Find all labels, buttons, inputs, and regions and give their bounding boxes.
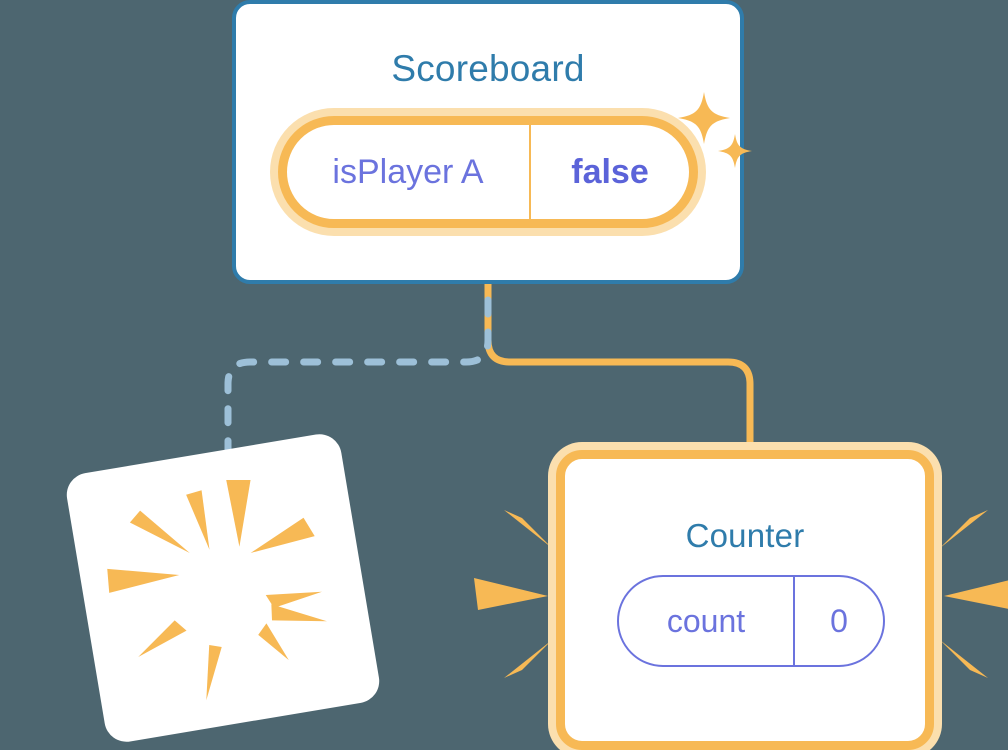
card-scoreboard[interactable]: Scoreboard isPlayer A false	[232, 0, 744, 284]
card-scoreboard-title: Scoreboard	[391, 48, 585, 89]
burst-ray-icon	[129, 510, 190, 554]
burst-ray-icon	[250, 517, 315, 553]
state-pill-count[interactable]: count 0	[617, 575, 885, 667]
card-blank[interactable]	[63, 430, 383, 746]
burst-ray-icon	[265, 591, 322, 608]
state-pill-isplayer-a[interactable]: isPlayer A false	[278, 116, 698, 228]
card-counter[interactable]: Counter count 0	[556, 450, 934, 750]
state-pill-value: false	[571, 152, 649, 191]
burst-ray-icon	[138, 620, 187, 657]
connector-scoreboard-to-counter	[484, 280, 754, 462]
burst-ray-icon	[258, 623, 289, 661]
burst-ray-icon	[226, 479, 251, 547]
burst-rays-center	[107, 479, 327, 701]
connector-scoreboard-to-blank	[224, 296, 492, 474]
card-counter-title: Counter	[685, 517, 805, 554]
state-pill-key: count	[619, 577, 795, 665]
state-pill-value: 0	[830, 602, 848, 639]
burst-ray-icon	[186, 490, 210, 550]
burst-ray-icon	[271, 604, 327, 622]
burst-ray-icon	[206, 645, 222, 701]
burst-ray-icon	[107, 568, 180, 593]
state-pill-key: isPlayer A	[287, 125, 531, 219]
